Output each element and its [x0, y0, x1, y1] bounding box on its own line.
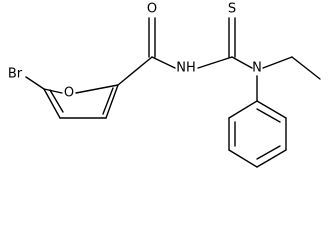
atom-labels: Br O O NH S N	[8, 2, 262, 101]
bond-thiocarbonyl-n	[231, 56, 253, 69]
bond-c4-c5	[43, 88, 61, 119]
phenyl-bond-6	[228, 100, 258, 119]
bond-o-c2	[75, 84, 119, 94]
bond-n-ethyl-ch2	[262, 56, 293, 69]
bond-c4-c5-double	[49, 89, 64, 113]
bond-ethyl-ch2-ch3	[291, 56, 321, 80]
phenyl-bond-3	[256, 149, 287, 168]
label-masks	[3, 1, 264, 101]
bond-br-c5	[25, 76, 45, 90]
phenyl-double-2	[256, 145, 281, 160]
bond-carbonyl-nh	[151, 56, 176, 69]
atom-bromine: Br	[8, 67, 23, 82]
bond-c2-c3	[105, 84, 119, 119]
bond-c5-o	[43, 88, 63, 94]
atom-ring-oxygen: O	[64, 86, 74, 101]
atom-nitrogen: N	[252, 61, 262, 76]
chemical-structure: Br O O NH S N	[3, 1, 321, 168]
phenyl-bond-4	[228, 149, 258, 168]
structure-canvas: Br O O NH S N	[3, 1, 321, 168]
atom-sulfur: S	[228, 2, 236, 17]
atom-amide-nh: NH	[176, 61, 196, 76]
bond-ring-carbonyl-carbon	[117, 56, 153, 86]
bonds	[25, 17, 321, 168]
bond-c2-c3-double	[102, 87, 114, 115]
bond-nh-thiocarbonyl	[197, 56, 233, 69]
phenyl-bond-1	[256, 100, 287, 119]
phenyl-double-1	[256, 108, 281, 123]
atom-carbonyl-oxygen: O	[147, 2, 157, 17]
